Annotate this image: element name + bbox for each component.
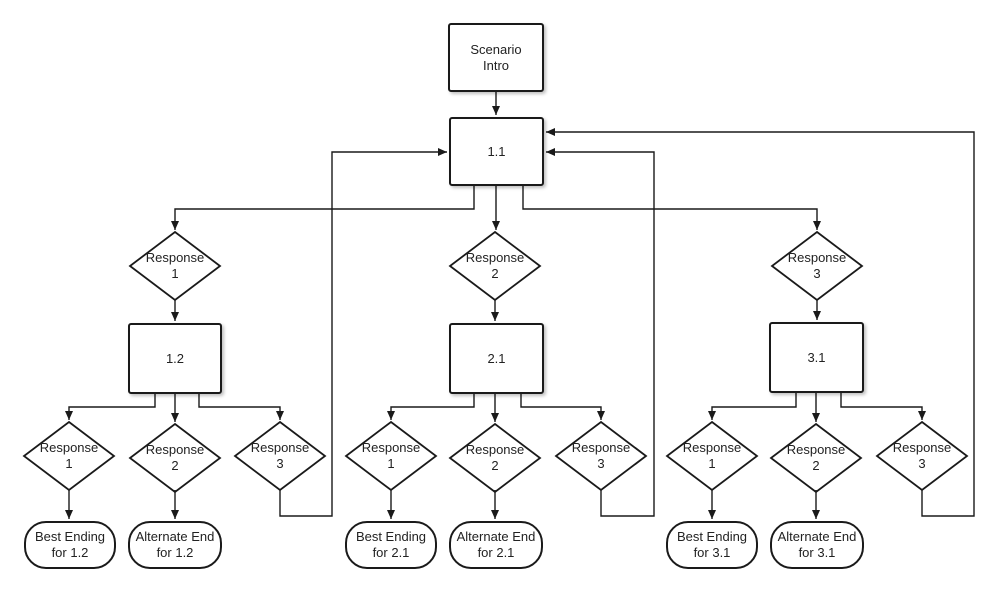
response-1-diamond <box>128 230 222 302</box>
root-to-response-1-arrow <box>171 186 475 230</box>
node-1-2-box: 1.2 <box>128 323 222 394</box>
node-1-1-box: 1.1 <box>449 117 544 186</box>
best-ending-2-1-label: Best Ending for 2.1 <box>355 529 427 560</box>
sub-response-diamond-6 <box>554 420 648 492</box>
sub-response-diamond-4 <box>344 420 438 492</box>
node-3-1-label: 3.1 <box>807 349 826 365</box>
root-to-response-3-arrow <box>522 186 821 230</box>
best-ending-1-2-terminal: Best Ending for 1.2 <box>24 521 116 569</box>
scenario-intro-label: Scenario Intro <box>470 41 522 73</box>
loop-1-2-response-3-arrow <box>279 148 447 517</box>
node-1-2-left-arrow <box>65 394 156 420</box>
scenario-intro-box: Scenario Intro <box>448 23 544 92</box>
best-ending-2-1-terminal: Best Ending for 2.1 <box>345 521 437 569</box>
best-ending-3-1-terminal: Best Ending for 3.1 <box>666 521 758 569</box>
sub-response-diamond-1 <box>22 420 116 492</box>
alternate-end-2-1-terminal: Alternate End for 2.1 <box>449 521 543 569</box>
alternate-end-2-1-label: Alternate End for 2.1 <box>456 529 536 560</box>
response-2-diamond <box>448 230 542 302</box>
response-3-diamond <box>770 230 864 302</box>
node-1-1-label: 1.1 <box>487 143 506 159</box>
node-2-1-box: 2.1 <box>449 323 544 394</box>
node-3-1-box: 3.1 <box>769 322 864 393</box>
sub-response-diamond-8 <box>769 422 863 494</box>
loop-3-1-response-3-arrow <box>546 128 975 517</box>
node-1-2-label: 1.2 <box>165 350 185 366</box>
sub-response-diamond-7 <box>665 420 759 492</box>
sub-response-diamond-5 <box>448 422 542 494</box>
best-ending-3-1-label: Best Ending for 3.1 <box>676 529 748 560</box>
alternate-end-1-2-terminal: Alternate End for 1.2 <box>128 521 222 569</box>
node-2-1-right-arrow <box>520 394 605 420</box>
node-3-1-left-arrow <box>708 393 797 420</box>
node-1-2-right-arrow <box>198 394 284 420</box>
sub-response-diamond-9 <box>875 420 969 492</box>
node-3-1-right-arrow <box>840 393 926 420</box>
node-2-1-left-arrow <box>387 394 475 420</box>
alternate-end-3-1-terminal: Alternate End for 3.1 <box>770 521 864 569</box>
sub-response-diamond-3 <box>233 420 327 492</box>
loop-2-1-response-3-arrow <box>546 148 655 517</box>
alternate-end-3-1-label: Alternate End for 3.1 <box>777 529 857 560</box>
sub-response-diamond-2 <box>128 422 222 494</box>
best-ending-1-2-label: Best Ending for 1.2 <box>34 529 106 560</box>
alternate-end-1-2-label: Alternate End for 1.2 <box>135 529 215 560</box>
node-2-1-label: 2.1 <box>487 350 506 366</box>
